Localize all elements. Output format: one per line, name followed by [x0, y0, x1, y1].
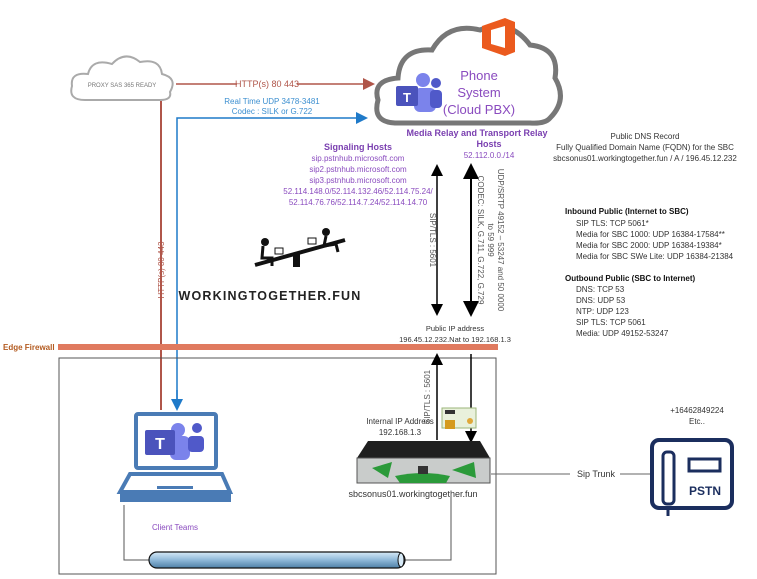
workingtogether-logo: WORKINGTOGETHER.FUN: [179, 228, 362, 303]
sbc-connector: [403, 497, 452, 561]
dns-line2: Fully Qualified Domain Name (FQDN) for t…: [556, 143, 734, 152]
inbound-item: Media for SBC 2000: UDP 16384-19384*: [576, 241, 722, 250]
outbound-item: DNS: TCP 53: [576, 285, 625, 294]
internal-network-box: [58, 357, 497, 575]
sbc-device-icon: [356, 441, 491, 484]
sip-tls-internal-label: SIP/TLS : 5601: [423, 369, 432, 424]
outbound-item: Media: UDP 49152-53247: [576, 329, 669, 338]
dns-line1: Public DNS Record: [611, 132, 680, 141]
realtime-line2: Codec : SILK or G.722: [232, 107, 313, 116]
media-relay-range: 52.112.0.0./14: [464, 151, 515, 160]
outbound-title: Outbound Public (SBC to Internet): [565, 274, 696, 283]
codec-label: CODEC: SILK, G.711, G.722, G.729: [476, 176, 485, 305]
http-label: HTTP(s) 80 443: [235, 79, 299, 89]
signaling-host: 52.114.148.0/52.114.132.46/52.114.75.24/: [283, 187, 433, 196]
sip-tls-label: SIP/TLS : 5601: [428, 213, 437, 268]
client-connector: [123, 505, 150, 561]
signaling-host: sip.pstnhub.microsoft.com: [312, 154, 405, 163]
dns-line3: sbcsonus01.workingtogether.fun / A / 196…: [553, 154, 737, 163]
cloud-line1: Phone: [460, 68, 498, 83]
laptop-icon: T: [116, 412, 234, 502]
internal-ip-label: Internal IP Address: [366, 417, 433, 426]
proxy-label: PROXY SAS 365 READY: [88, 83, 157, 89]
public-ip-value: 196.45.12.232.Nat to 192.168.1.3: [399, 335, 511, 344]
certificate-icon: [441, 407, 477, 429]
pstn-number: +16462849224: [670, 406, 724, 415]
internal-ip-value: 192.168.1.3: [379, 428, 422, 437]
public-ip-label: Public IP address: [426, 324, 484, 333]
network-tube: [148, 551, 406, 569]
inbound-item: Media for SBC SWe Lite: UDP 16384-21384: [576, 252, 734, 261]
proxy-cloud: PROXY SAS 365 READY: [70, 55, 174, 101]
pstn-phone-icon: PSTN: [650, 438, 734, 516]
signaling-host: sip3.pstnhub.microsoft.com: [309, 176, 407, 185]
realtime-arrow: [176, 112, 368, 408]
outbound-item: NTP: UDP 123: [576, 307, 629, 316]
pstn-etc: Etc..: [689, 417, 705, 426]
udp-label-2: to 59 999: [486, 223, 495, 257]
http-vertical-label: HTTP(s) 80 443: [157, 241, 166, 298]
signaling-title: Signaling Hosts: [324, 142, 392, 152]
svg-text:T: T: [155, 436, 165, 453]
office-logo-icon: [482, 18, 515, 56]
signaling-host: 52.114.76.76/52.114.7.24/52.114.14.70: [289, 198, 428, 207]
sbc-fqdn: sbcsonus01.workingtogether.fun: [348, 489, 477, 499]
inbound-title: Inbound Public (Internet to SBC): [565, 207, 689, 216]
edge-firewall-bar: [58, 344, 498, 350]
svg-text:T: T: [403, 90, 411, 105]
outbound-item: DNS: UDP 53: [576, 296, 626, 305]
phone-system-cloud: T Phone System (Cloud PBX): [374, 18, 563, 126]
cloud-line3: (Cloud PBX): [443, 102, 515, 117]
media-relay-title2: Hosts: [476, 139, 501, 149]
realtime-line1: Real Time UDP 3478-3481: [224, 97, 320, 106]
inbound-item: SIP TLS: TCP 5061*: [576, 219, 649, 228]
outbound-item: SIP TLS: TCP 5061: [576, 318, 646, 327]
logo-text: WORKINGTOGETHER.FUN: [179, 289, 362, 303]
signaling-host: sip2.pstnhub.microsoft.com: [309, 165, 407, 174]
sip-trunk-label: Sip Trunk: [577, 469, 616, 479]
teams-logo-icon: T: [396, 73, 442, 112]
edge-firewall-label: Edge Firewall: [3, 343, 55, 352]
inbound-item: Media for SBC 1000: UDP 16384-17584**: [576, 230, 725, 239]
pstn-label: PSTN: [689, 484, 721, 498]
client-teams-label: Client Teams: [152, 523, 198, 532]
cloud-line2: System: [457, 85, 500, 100]
media-relay-title: Media Relay and Transport Relay: [406, 128, 547, 138]
udp-label-1: UDP/SRTP 49152 – 53247 and 50 0000: [496, 169, 505, 312]
